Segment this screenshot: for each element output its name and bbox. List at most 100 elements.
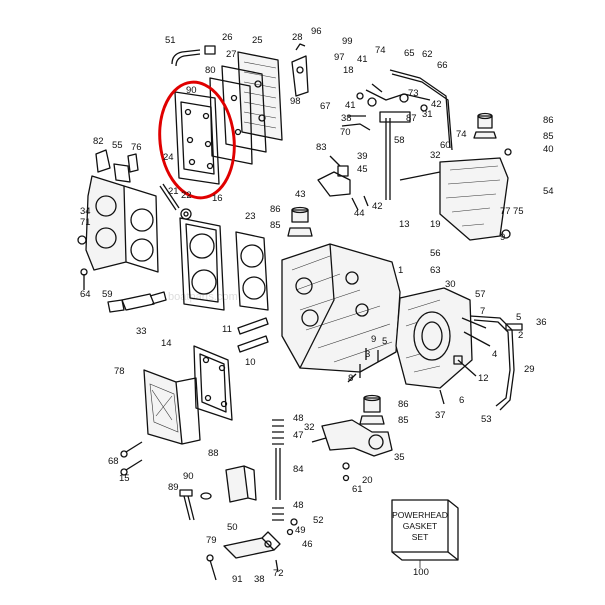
part-number-label: 52 [313, 515, 324, 526]
spark-plug-33 [80, 268, 167, 313]
bracket-91 [206, 531, 281, 581]
kit-label-line-1: POWERHEAD [392, 510, 448, 520]
highlighted-gasket [158, 80, 236, 200]
part-number-label: 82 [93, 136, 104, 147]
part-number-label: 50 [227, 522, 238, 533]
bracket-88 [225, 465, 257, 503]
part-number-label: 18 [343, 65, 354, 76]
throttle-linkage [341, 69, 453, 200]
part-number-label: 85 [398, 415, 409, 426]
part-number-label: 67 [320, 101, 331, 112]
part-number-label: 90 [183, 471, 194, 482]
part-number-label: 5 [382, 336, 387, 347]
part-number-label: 19 [430, 219, 441, 230]
bracket-35 [311, 419, 393, 482]
part-number-label: 37 [435, 410, 446, 421]
part-number-label: 29 [524, 364, 535, 375]
part-number-label: 53 [481, 414, 492, 425]
small-parts-9-5-3-8 [347, 348, 379, 383]
part-number-label: 46 [302, 539, 313, 550]
part-number-label: 86 [398, 399, 409, 410]
part-number-label: 57 [475, 289, 486, 300]
part-number-label: 91 [232, 574, 243, 585]
part-number-label: 100 [413, 567, 429, 578]
part-number-label: 90 [186, 85, 197, 96]
part-number-label: 45 [357, 164, 368, 175]
part-number-label: 38 [254, 574, 265, 585]
part-number-label: 9 [371, 334, 376, 345]
part-number-label: 68 [108, 456, 119, 467]
part-number-label: 12 [478, 373, 489, 384]
part-number-label: 28 [292, 32, 303, 43]
part-number-label: 86 [543, 115, 554, 126]
part-number-label: 85 [543, 131, 554, 142]
part-number-label: 86 [270, 204, 281, 215]
part-number-label: 42 [372, 201, 383, 212]
part-number-label: 44 [354, 208, 365, 219]
cylinder-head-cover-assembly [209, 51, 283, 165]
part-number-label: 89 [168, 482, 179, 493]
part-number-label: 84 [293, 464, 304, 475]
kit-label-line-2: GASKET [403, 521, 437, 531]
part-number-label: 13 [399, 219, 410, 230]
part-number-label: 77 [500, 206, 511, 217]
part-number-label: 20 [362, 475, 373, 486]
part-number-label: 59 [102, 289, 113, 300]
part-number-label: 2 [518, 330, 523, 341]
part-number-label: 98 [290, 96, 301, 107]
part-number-label: 25 [252, 35, 263, 46]
part-number-label: 43 [295, 189, 306, 200]
spring-rod-84 [272, 419, 298, 536]
gasket-set-kit: POWERHEAD GASKET SET [391, 499, 459, 568]
part-number-label: 41 [357, 54, 368, 65]
mount-86-85-lower [359, 394, 385, 425]
part-number-label: 62 [422, 49, 433, 60]
part-number-label: 15 [119, 473, 130, 484]
part-number-label: 41 [345, 100, 356, 111]
part-number-label: 58 [394, 135, 405, 146]
part-number-label: 99 [342, 36, 353, 47]
part-number-label: 6 [459, 395, 464, 406]
part-number-label: 51 [165, 35, 176, 46]
part-number-label: 9 [500, 232, 505, 243]
part-number-label: 63 [430, 265, 441, 276]
part-number-label: 54 [543, 186, 554, 197]
part-number-label: 49 [295, 525, 306, 536]
part-number-label: 73 [408, 88, 419, 99]
part-number-label: 3 [365, 349, 370, 360]
bolt-89 [179, 489, 212, 521]
part-number-label: 78 [114, 366, 125, 377]
part-number-label: 16 [212, 193, 223, 204]
tube-29 [469, 315, 523, 411]
bolts-right [439, 317, 491, 405]
part-number-label: 48 [293, 500, 304, 511]
part-number-label: 14 [161, 338, 172, 349]
part-number-label: 8 [348, 373, 353, 384]
fitting-51 [171, 45, 216, 67]
part-number-label: 83 [316, 142, 327, 153]
part-number-label: 74 [456, 129, 467, 140]
part-number-label: 31 [422, 109, 433, 120]
part-number-label: 56 [430, 248, 441, 259]
part-number-label: 85 [270, 220, 281, 231]
part-number-label: 10 [245, 357, 256, 368]
part-number-label: 27 [226, 49, 237, 60]
bracket-98 [291, 43, 309, 97]
part-number-label: 4 [492, 349, 497, 360]
part-number-label: 24 [163, 152, 174, 163]
part-number-label: 33 [136, 326, 147, 337]
cover-78 [143, 369, 201, 445]
part-number-label: 74 [375, 45, 386, 56]
part-number-label: 30 [445, 279, 456, 290]
part-number-label: 66 [437, 60, 448, 71]
part-number-label: 64 [80, 289, 91, 300]
highlight-ring [158, 80, 236, 200]
part-number-label: 34 [80, 206, 91, 217]
part-number-label: 47 [293, 430, 304, 441]
part-number-label: 21 [168, 186, 179, 197]
mount-86-85-right [473, 112, 512, 156]
part-number-label: 80 [205, 65, 216, 76]
part-number-label: 61 [352, 484, 363, 495]
